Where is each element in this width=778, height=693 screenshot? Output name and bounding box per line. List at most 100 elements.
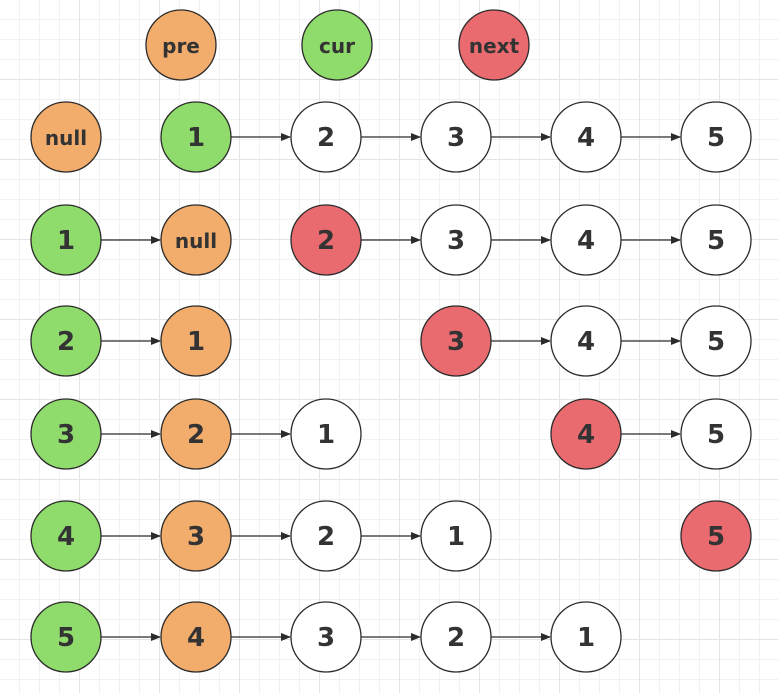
- list-node-row6-col2: 4: [160, 601, 232, 673]
- node-label: null: [45, 126, 87, 150]
- legend-pre-node: pre: [145, 9, 217, 81]
- node-circle: [30, 601, 102, 673]
- node-circle: [680, 398, 752, 470]
- list-node-row4-col6: 5: [680, 398, 752, 470]
- node-label: 1: [447, 522, 465, 552]
- node-label: 4: [577, 123, 595, 153]
- node-label: 2: [187, 420, 205, 450]
- list-node-row3-col2: 1: [160, 305, 232, 377]
- node-label: 5: [707, 123, 725, 153]
- node-circle: [550, 204, 622, 276]
- legend-next-circle: [458, 9, 530, 81]
- list-node-row5-col1: 4: [30, 500, 102, 572]
- node-label: 5: [707, 327, 725, 357]
- legend-pre-label: pre: [162, 34, 200, 58]
- node-label: 2: [447, 623, 465, 653]
- node-circle: [160, 398, 232, 470]
- node-circle: [420, 101, 492, 173]
- node-label: 4: [57, 522, 75, 552]
- list-node-row3-col4: 3: [420, 305, 492, 377]
- node-circle: [550, 305, 622, 377]
- node-label: 2: [317, 522, 335, 552]
- node-circle: [420, 601, 492, 673]
- node-label: 4: [577, 327, 595, 357]
- node-label: 3: [447, 226, 465, 256]
- list-node-row2-col5: 4: [550, 204, 622, 276]
- list-node-row3-col5: 4: [550, 305, 622, 377]
- node-circle: [30, 398, 102, 470]
- list-node-row5-col4: 1: [420, 500, 492, 572]
- list-node-row3-col6: 5: [680, 305, 752, 377]
- list-node-row2-col4: 3: [420, 204, 492, 276]
- list-node-row5-col2: 3: [160, 500, 232, 572]
- nodes: null 1 2 3 4 5 1 null 2 3 4 5 2 1 3 4 5 3 2 1 4 5 4 3 2 1 5 5 4 3 2 1: [30, 101, 752, 673]
- list-node-row6-col3: 3: [290, 601, 362, 673]
- node-circle: [550, 398, 622, 470]
- node-label: 3: [317, 623, 335, 653]
- legend: pre cur next: [145, 9, 530, 81]
- list-node-row4-col5: 4: [550, 398, 622, 470]
- node-circle: [680, 101, 752, 173]
- node-label: 2: [317, 123, 335, 153]
- list-node-row2-col1: 1: [30, 204, 102, 276]
- node-circle: [550, 101, 622, 173]
- list-node-row4-col1: 3: [30, 398, 102, 470]
- list-node-row6-col4: 2: [420, 601, 492, 673]
- list-node-row6-col5: 1: [550, 601, 622, 673]
- node-label: 5: [707, 226, 725, 256]
- node-label: 2: [317, 226, 335, 256]
- list-node-row2-col6: 5: [680, 204, 752, 276]
- list-node-row5-col6: 5: [680, 500, 752, 572]
- list-node-row4-col2: 2: [160, 398, 232, 470]
- node-circle: [290, 398, 362, 470]
- node-label: 5: [57, 623, 75, 653]
- arrows: [101, 133, 681, 641]
- node-circle: [160, 305, 232, 377]
- node-circle: [30, 305, 102, 377]
- list-node-row1-col4: 3: [420, 101, 492, 173]
- node-circle: [420, 204, 492, 276]
- node-circle: [160, 101, 232, 173]
- list-node-row3-col1: 2: [30, 305, 102, 377]
- node-label: 1: [577, 623, 595, 653]
- node-circle: [420, 500, 492, 572]
- list-node-row1-col2: 1: [160, 101, 232, 173]
- node-label: 5: [707, 420, 725, 450]
- node-label: 1: [187, 327, 205, 357]
- node-circle: [290, 500, 362, 572]
- list-node-row5-col3: 2: [290, 500, 362, 572]
- list-node-row6-col1: 5: [30, 601, 102, 673]
- node-circle: [680, 305, 752, 377]
- node-circle: [550, 601, 622, 673]
- node-circle: [290, 204, 362, 276]
- node-circle: [160, 204, 232, 276]
- node-label: 4: [577, 420, 595, 450]
- node-label: 3: [57, 420, 75, 450]
- node-label: 1: [57, 226, 75, 256]
- node-circle: [420, 305, 492, 377]
- node-circle: [30, 101, 102, 173]
- node-label: 4: [577, 226, 595, 256]
- legend-next-node: next: [458, 9, 530, 81]
- list-node-row4-col3: 1: [290, 398, 362, 470]
- list-node-row1-col3: 2: [290, 101, 362, 173]
- node-label: 5: [707, 522, 725, 552]
- node-label: 1: [317, 420, 335, 450]
- node-label: null: [175, 229, 217, 253]
- node-circle: [30, 204, 102, 276]
- node-circle: [30, 500, 102, 572]
- node-circle: [160, 500, 232, 572]
- list-node-row2-col3: 2: [290, 204, 362, 276]
- node-label: 3: [447, 327, 465, 357]
- legend-cur-label: cur: [319, 34, 355, 58]
- node-circle: [290, 601, 362, 673]
- node-circle: [160, 601, 232, 673]
- node-circle: [680, 204, 752, 276]
- list-node-row1-col6: 5: [680, 101, 752, 173]
- node-label: 3: [187, 522, 205, 552]
- node-circle: [290, 101, 362, 173]
- list-node-row2-col2: null: [160, 204, 232, 276]
- legend-cur-circle: [301, 9, 373, 81]
- node-label: 4: [187, 623, 205, 653]
